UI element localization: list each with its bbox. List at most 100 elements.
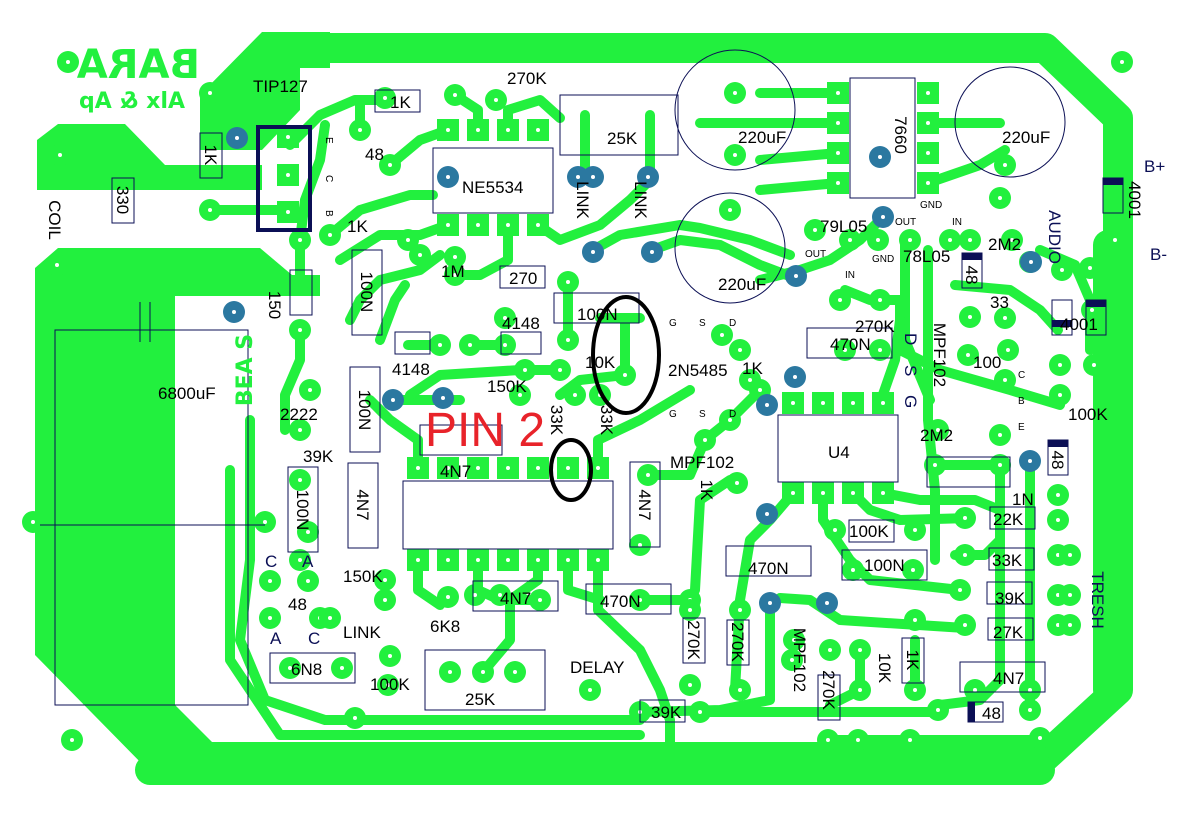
pin-b: B xyxy=(1018,396,1025,407)
pads xyxy=(22,51,1133,751)
label-r1k: 1K xyxy=(390,93,411,112)
label-pot25k: 25K xyxy=(465,690,496,709)
label-c470n: 470N xyxy=(748,559,789,578)
pin-s: S xyxy=(901,365,920,376)
label-d48: 48 xyxy=(982,704,1001,723)
label-mpf102: MPF102 xyxy=(930,323,949,387)
vias xyxy=(223,127,1042,614)
label-d4148: 4148 xyxy=(502,314,540,333)
label-c6800uf: 6800uF xyxy=(158,384,216,403)
label-audio: AUDIO xyxy=(1045,210,1064,264)
label-c6n8: 6N8 xyxy=(291,660,322,679)
label-c4n7: 4N7 xyxy=(635,489,654,520)
pin-g: G xyxy=(669,318,677,329)
label-r39k: 39K xyxy=(995,589,1026,608)
label-7660: 7660 xyxy=(891,116,910,154)
label-c4n7: 4N7 xyxy=(993,669,1024,688)
label-c220uf: 220uF xyxy=(738,128,786,147)
capacitor-6800uf-outline xyxy=(54,329,249,706)
pin-highlight-ellipse xyxy=(591,295,661,415)
label-c100n: 100N xyxy=(355,390,374,431)
label-link: LINK xyxy=(573,181,592,219)
label-c2m2: 2M2 xyxy=(988,235,1021,254)
label-b-minus: B- xyxy=(1150,245,1167,264)
label-r330: 330 xyxy=(113,186,132,214)
label-79l05: 79L05 xyxy=(820,217,867,236)
label-78l05: 78L05 xyxy=(903,247,950,266)
label-r39k: 39K xyxy=(651,703,682,722)
label-c470n: 470N xyxy=(600,592,641,611)
label-c4n7: 4N7 xyxy=(500,589,531,608)
label-d4148: 4148 xyxy=(392,360,430,379)
label-r1k: 1K xyxy=(347,217,368,236)
label-b-plus: B+ xyxy=(1144,157,1165,176)
label-tip127: TIP127 xyxy=(253,77,308,96)
label-c100n: 100N xyxy=(864,556,905,575)
label-c1n: 1N xyxy=(1012,490,1034,509)
pin-d: D xyxy=(729,409,736,420)
label-r33k: 33K xyxy=(992,551,1023,570)
pin-2-annotation: PIN 2 xyxy=(425,404,545,457)
label-d48: 48 xyxy=(365,145,384,164)
label-r6k8: 6K8 xyxy=(430,617,460,636)
label-r27k: 27K xyxy=(993,623,1024,642)
silkscreen xyxy=(40,49,1124,723)
label-c4n7: 4N7 xyxy=(440,462,471,481)
ne5534-outline xyxy=(432,147,554,214)
label-2n5485: 2N5485 xyxy=(668,361,728,380)
component-labels: TIP127 1K 330 COIL 150 6800uF 2222 39K 1… xyxy=(45,69,1167,723)
label-r100k: 100K xyxy=(370,675,410,694)
pin-out: OUT xyxy=(895,217,916,228)
label-r33: 33 xyxy=(990,293,1009,312)
label-r150k: 150K xyxy=(343,567,383,586)
label-r150k: 150K xyxy=(487,377,527,396)
pin-g: G xyxy=(669,409,677,420)
pin-a: A xyxy=(302,552,314,571)
label-r10k: 10K xyxy=(875,653,894,684)
label-r1k: 1K xyxy=(742,359,763,378)
label-link: LINK xyxy=(343,623,381,642)
label-delay: DELAY xyxy=(570,658,625,677)
pin-in: IN xyxy=(952,217,962,228)
pin-c: C xyxy=(323,175,334,182)
pin-c: C xyxy=(265,552,277,571)
pin-g: G xyxy=(901,395,920,408)
pin-c: C xyxy=(308,629,320,648)
label-r100: 100 xyxy=(973,353,1001,372)
pin-labels: E C B C A A C G S D G S D OUT IN GND OUT… xyxy=(265,137,1025,648)
7660-outline xyxy=(849,77,916,199)
pin-d: D xyxy=(901,333,920,345)
label-r10k: 10K xyxy=(585,353,616,372)
label-r150: 150 xyxy=(265,291,284,319)
label-mpf102: MPF102 xyxy=(790,628,809,692)
label-c4n7: 4N7 xyxy=(353,489,372,520)
label-d4001: 4001 xyxy=(1125,181,1144,219)
label-q2222: 2222 xyxy=(280,405,318,424)
pin-in: IN xyxy=(845,270,855,281)
u4-outline xyxy=(777,414,899,483)
label-r270k: 270K xyxy=(507,69,547,88)
pin-2-highlight-ellipse xyxy=(549,438,593,502)
pin-s: S xyxy=(699,409,706,420)
label-u4: U4 xyxy=(828,443,850,462)
ic-14pin-outline xyxy=(402,480,614,550)
pin-s: S xyxy=(699,318,706,329)
label-ne5534: NE5534 xyxy=(462,178,523,197)
pin-e: E xyxy=(323,137,334,144)
label-r270k: 270K xyxy=(728,622,747,662)
label-c220uf: 220uF xyxy=(1002,128,1050,147)
label-pot25k: 25K xyxy=(607,129,638,148)
label-tresh: TRESH xyxy=(1088,571,1107,629)
label-r33k: 33K xyxy=(597,405,616,436)
label-r100k: 100K xyxy=(849,522,889,541)
board-subtitle: Alx & Ap xyxy=(79,89,185,114)
pin-b: B xyxy=(323,210,334,217)
tip127-outline xyxy=(256,125,312,232)
label-d48: 48 xyxy=(962,266,981,285)
label-c220uf: 220uF xyxy=(718,275,766,294)
label-r33k: 33K xyxy=(547,405,566,436)
pin-gnd: GND xyxy=(920,200,942,211)
pin-e: E xyxy=(1018,422,1025,433)
label-r1k: 1K xyxy=(697,480,716,501)
